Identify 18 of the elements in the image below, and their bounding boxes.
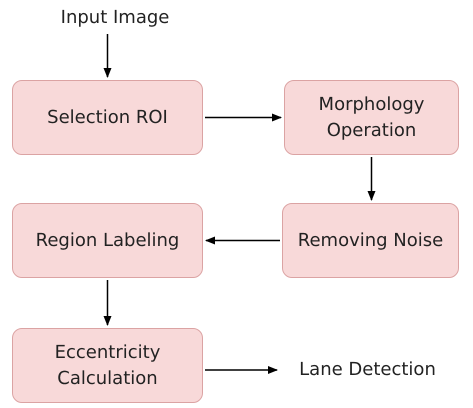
arrow xyxy=(368,157,376,201)
flow-label: Input Image xyxy=(60,6,170,30)
arrow xyxy=(205,366,278,374)
box-label: Selection ROI xyxy=(47,106,168,130)
box-label: Removing Noise xyxy=(298,228,444,252)
arrow xyxy=(205,236,280,244)
process-box xyxy=(12,80,203,155)
process-box xyxy=(284,80,459,155)
process-box xyxy=(282,203,459,278)
flow-label: Lane Detection xyxy=(299,358,436,382)
process-box xyxy=(12,203,203,278)
process-box xyxy=(12,328,203,403)
arrow xyxy=(104,34,112,78)
arrow xyxy=(104,280,112,326)
box-label: Eccentricity Calculation xyxy=(54,340,162,390)
arrow xyxy=(205,114,282,122)
box-label: Region Labeling xyxy=(36,228,180,252)
box-label: Morphology Operation xyxy=(318,92,426,142)
